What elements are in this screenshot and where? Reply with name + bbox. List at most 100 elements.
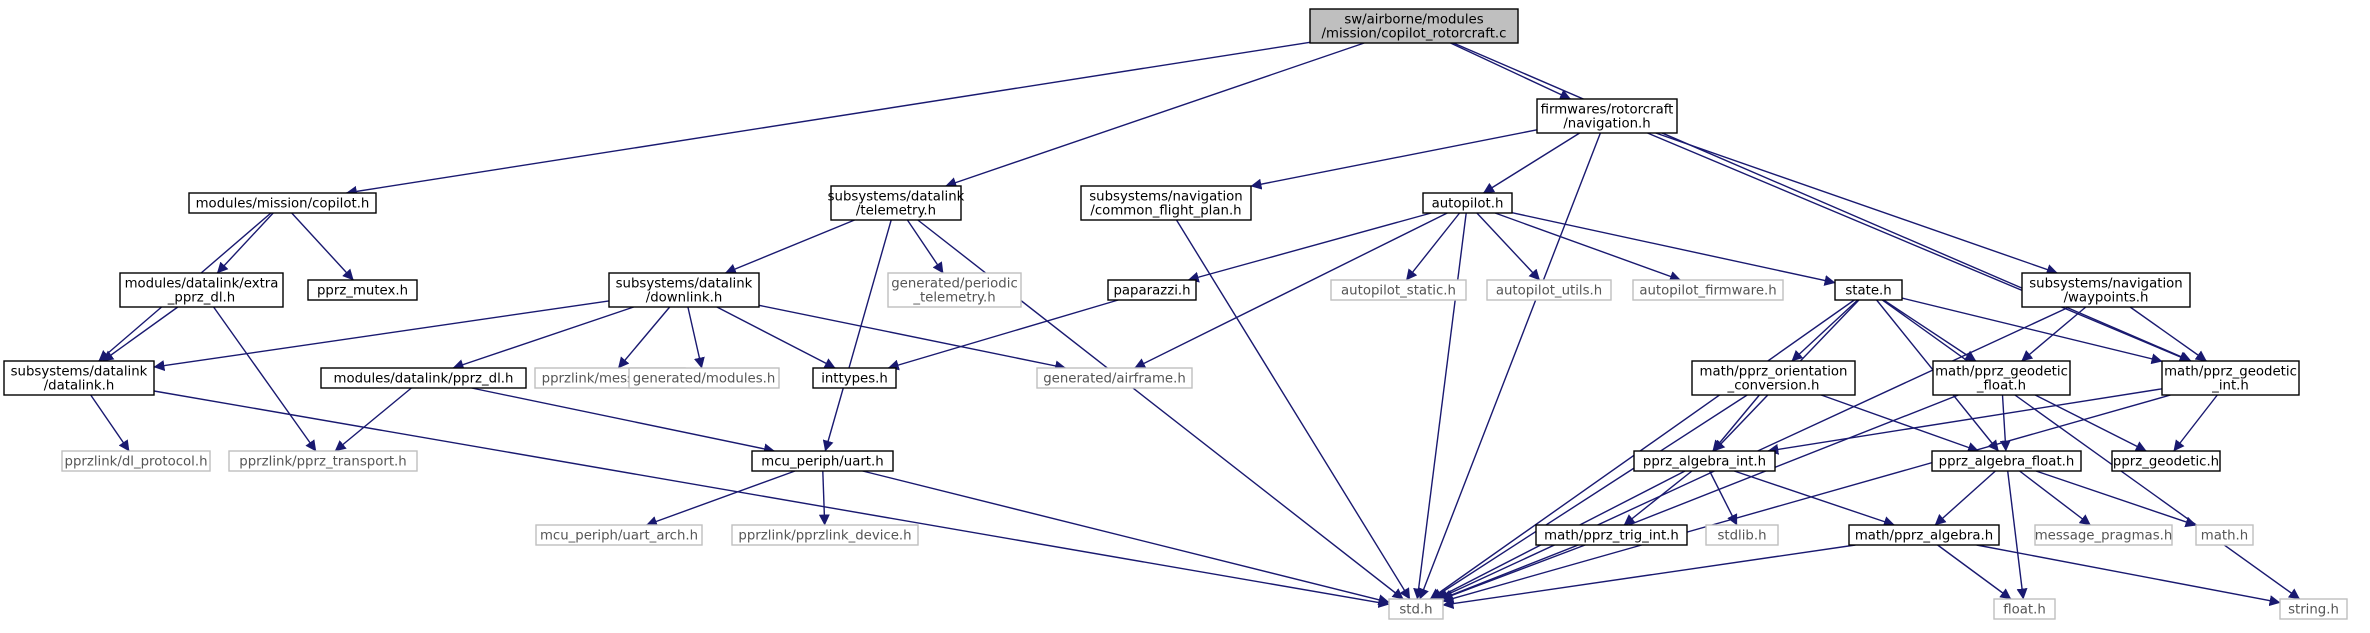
node-float_h: float.h <box>1993 598 2056 620</box>
node-telemetry_h[interactable]: subsystems/datalink/telemetry.h <box>828 185 965 221</box>
node-label: _conversion.h <box>1727 379 1820 394</box>
edge-state_h-to-pprz_orientation_conversion_h <box>1791 299 1859 362</box>
node-label: float.h <box>2003 603 2046 618</box>
node-box <box>1080 185 1252 221</box>
node-pprz_geodetic_int_h[interactable]: math/pprz_geodetic_int.h <box>2161 360 2300 396</box>
node-box <box>731 524 919 546</box>
edge-datalink_h-to-dl_protocol_h <box>90 394 130 452</box>
edge-pprz_algebra_float_h-to-pprz_algebra_h <box>1934 470 1996 526</box>
node-message_pragmas_h: message_pragmas.h <box>2034 524 2173 546</box>
node-modules_pprz_dl_h[interactable]: modules/datalink/pprz_dl.h <box>320 367 527 389</box>
edge-modules_pprz_dl_h-to-pprz_transport_h <box>334 387 412 452</box>
node-label: autopilot_static.h <box>1341 284 1456 299</box>
node-label: _int.h <box>2211 379 2249 394</box>
node-box <box>188 192 377 214</box>
node-rotorcraft_navigation_h[interactable]: firmwares/rotorcraft/navigation.h <box>1536 98 1678 134</box>
node-label: pprz_algebra_float.h <box>1939 455 2075 470</box>
edges-layer <box>90 41 2301 610</box>
node-label: pprz_mutex.h <box>317 284 408 299</box>
node-waypoints_h[interactable]: subsystems/navigation/waypoints.h <box>2021 272 2191 308</box>
node-label: _float.h <box>1976 379 2026 394</box>
node-dl_protocol_h: pprzlink/dl_protocol.h <box>61 450 211 472</box>
node-box <box>61 450 211 472</box>
edge-autopilot_h-to-paparazzi_h <box>1187 212 1432 283</box>
node-periodic_telemetry_h: generated/periodic_telemetry.h <box>887 272 1022 308</box>
node-box <box>1330 279 1467 301</box>
node-box <box>307 279 418 301</box>
node-state_h[interactable]: state.h <box>1834 279 1903 301</box>
edge-pprz_geodetic_int_h-to-pprz_geodetic_h <box>2173 394 2218 452</box>
edge-pprz_orientation_conversion_h-to-pprz_algebra_int_h <box>1712 394 1760 452</box>
edge-downlink_h-to-generated_airframe_h <box>758 304 1067 372</box>
edge-autopilot_h-to-generated_airframe_h <box>1134 212 1448 369</box>
edge-autopilot_h-to-autopilot_firmware_h <box>1494 212 1681 282</box>
node-autopilot_utils_h: autopilot_utils.h <box>1486 279 1612 301</box>
edge-autopilot_h-to-std_h <box>1413 212 1467 600</box>
node-pprz_geodetic_float_h[interactable]: math/pprz_geodetic_float.h <box>1932 360 2071 396</box>
node-pprz_algebra_float_h[interactable]: pprz_algebra_float.h <box>1931 450 2082 472</box>
edge-telemetry_h-to-uart_h <box>822 219 892 452</box>
node-datalink_h[interactable]: subsystems/datalink/datalink.h <box>3 360 155 396</box>
edge-uart_h-to-uart_arch_h <box>645 470 796 527</box>
edge-autopilot_h-to-autopilot_static_h <box>1405 212 1461 281</box>
node-copilot_h[interactable]: modules/mission/copilot.h <box>188 192 377 214</box>
node-box <box>1691 360 1856 396</box>
node-autopilot_firmware_h: autopilot_firmware.h <box>1632 279 1784 301</box>
node-autopilot_h[interactable]: autopilot.h <box>1422 192 1513 214</box>
node-label: /navigation.h <box>1563 117 1650 132</box>
node-label: mcu_periph/uart_arch.h <box>540 529 698 544</box>
node-label: _pprz_dl.h <box>167 291 235 306</box>
node-inttypes_h[interactable]: inttypes.h <box>812 367 897 389</box>
edge-autopilot_h-to-autopilot_utils_h <box>1476 212 1541 281</box>
node-paparazzi_h[interactable]: paparazzi.h <box>1107 279 1197 301</box>
node-downlink_h[interactable]: subsystems/datalink/downlink.h <box>608 272 760 308</box>
edge-downlink_h-to-inttypes_h <box>716 306 836 369</box>
node-label: generated/airframe.h <box>1043 372 1186 387</box>
node-box <box>1309 8 1519 44</box>
node-generated_modules_h: generated/modules.h <box>628 367 780 389</box>
node-common_flight_plan_h[interactable]: subsystems/navigation/common_flight_plan… <box>1080 185 1252 221</box>
node-label: sw/airborne/modules <box>1344 13 1483 28</box>
node-box <box>1036 367 1193 389</box>
node-label: mcu_periph/uart.h <box>761 455 883 470</box>
edge-pprz_algebra_h-to-float_h <box>1937 544 2012 600</box>
node-pprz_trig_int_h[interactable]: math/pprz_trig_int.h <box>1535 524 1688 546</box>
node-label: math/pprz_geodetic <box>1935 365 2068 380</box>
node-pprz_geodetic_h[interactable]: pprz_geodetic.h <box>2111 450 2221 472</box>
node-box <box>1932 360 2071 396</box>
edge-telemetry_h-to-periodic_telemetry_h <box>906 219 944 274</box>
edge-pprz_algebra_float_h-to-message_pragmas_h <box>2019 470 2091 526</box>
edge-pprz_algebra_float_h-to-math_h <box>2035 470 2197 528</box>
node-label: std.h <box>1399 603 1432 618</box>
node-pprz_transport_h: pprzlink/pprz_transport.h <box>228 450 418 472</box>
node-box <box>812 367 897 389</box>
node-label: math.h <box>2201 529 2248 544</box>
node-label: pprzlink/dl_protocol.h <box>65 455 208 470</box>
node-pprz_orientation_conversion_h[interactable]: math/pprz_orientation_conversion.h <box>1691 360 1856 396</box>
node-box <box>1107 279 1197 301</box>
node-label: modules/datalink/pprz_dl.h <box>334 372 514 387</box>
node-uart_arch_h: mcu_periph/uart_arch.h <box>535 524 703 546</box>
edge-state_h-to-string_h <box>1881 299 2301 600</box>
node-label: autopilot_utils.h <box>1496 284 1602 299</box>
node-uart_h[interactable]: mcu_periph/uart.h <box>751 450 894 472</box>
node-label: autopilot_firmware.h <box>1639 284 1776 299</box>
edge-uart_h-to-pprzlink_device_h <box>818 470 830 526</box>
edge-pprz_algebra_h-to-std_h <box>1442 544 1856 610</box>
edge-copilot_rotorcraft_c-to-rotorcraft_navigation_h <box>1450 42 1571 100</box>
node-label: generated/modules.h <box>633 372 776 387</box>
edge-pprz_algebra_int_h-to-stdlib_h <box>1708 470 1738 526</box>
node-copilot_rotorcraft_c[interactable]: sw/airborne/modules/mission/copilot_roto… <box>1309 8 1519 44</box>
node-box <box>2195 524 2254 546</box>
node-label: _telemetry.h <box>912 291 995 306</box>
edge-pprz_geodetic_int_h-to-std_h <box>1442 394 2171 604</box>
node-pprz_algebra_int_h[interactable]: pprz_algebra_int.h <box>1633 450 1776 472</box>
edge-state_h-to-std_h <box>1429 299 1855 600</box>
node-stdlib_h: stdlib.h <box>1705 524 1779 546</box>
node-extra_pprz_dl_h[interactable]: modules/datalink/extra_pprz_dl.h <box>119 272 284 308</box>
edge-modules_pprz_dl_h-to-uart_h <box>471 387 775 455</box>
node-pprz_algebra_h[interactable]: math/pprz_algebra.h <box>1848 524 2000 546</box>
node-pprz_mutex_h[interactable]: pprz_mutex.h <box>307 279 418 301</box>
node-label: string.h <box>2288 603 2339 618</box>
